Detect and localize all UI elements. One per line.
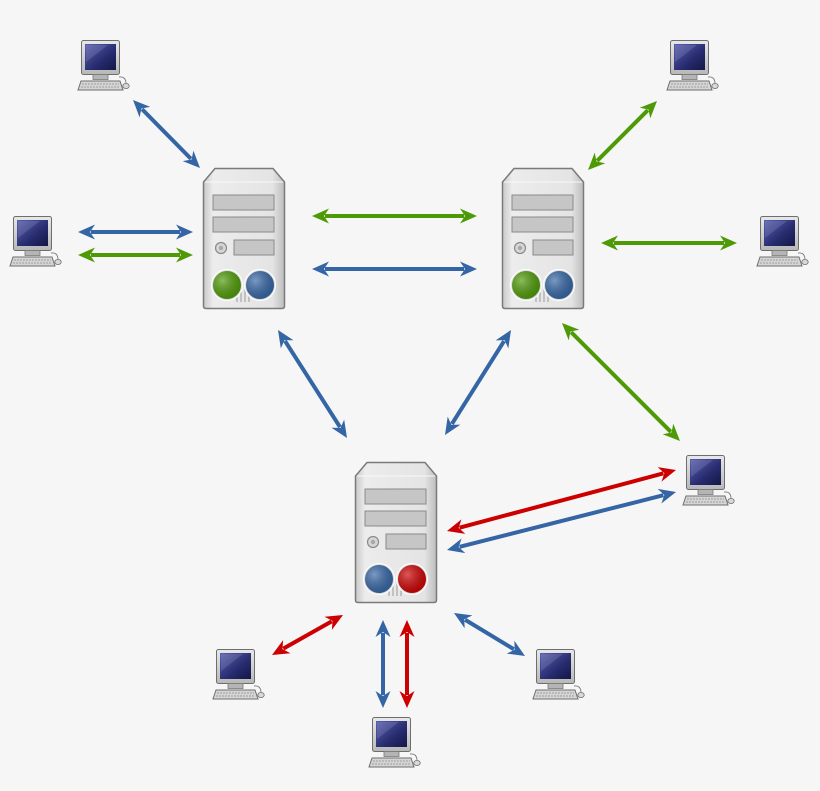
computer-8: desktop-computer-icon [532,649,585,700]
link-computer-5-server-bottom-red [447,467,676,534]
link-computer-1-server-top-left-blue [133,100,200,168]
link-computer-6-server-bottom-red [272,615,343,655]
computer-5: desktop-computer-icon [682,455,735,506]
link-server-top-left-server-bottom-blue [278,330,347,438]
link-server-top-left-server-top-right-blue [312,261,477,277]
server-bottom: server-tower-icon [354,461,438,604]
link-server-top-right-server-bottom-blue [445,330,511,435]
computer-3: desktop-computer-icon [666,40,719,91]
link-computer-3-server-top-right-green [588,101,657,170]
link-computer-2-server-top-left-green [78,247,193,263]
server-top-left: server-tower-icon [202,167,286,310]
link-computer-2-server-top-left-blue [78,224,193,240]
computer-4: desktop-computer-icon [756,216,809,267]
computer-6: desktop-computer-icon [212,649,265,700]
link-computer-8-server-bottom-blue [454,613,525,656]
server-top-right: server-tower-icon [501,167,585,310]
link-server-top-right-computer-5-green [562,323,680,441]
computer-7: desktop-computer-icon [368,717,421,768]
link-computer-4-server-top-right-green [601,235,737,251]
computer-1: desktop-computer-icon [77,40,130,91]
link-computer-7-server-bottom-red [399,620,415,708]
link-server-top-left-server-top-right-green [312,208,477,224]
link-computer-7-server-bottom-blue [375,620,391,708]
computer-2: desktop-computer-icon [9,216,62,267]
link-computer-5-server-bottom-blue [447,488,676,554]
